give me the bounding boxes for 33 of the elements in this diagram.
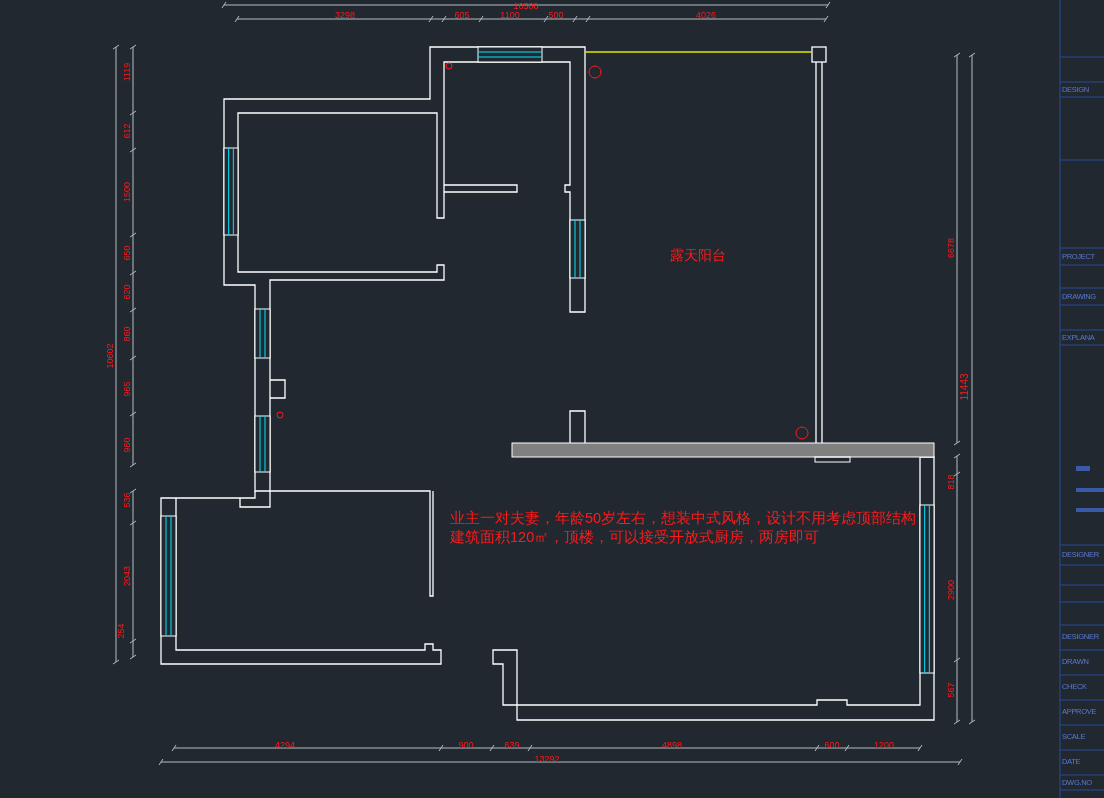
dimension-value: 13292	[534, 754, 560, 764]
dimension-value: 818	[946, 474, 956, 490]
dimension-value: 254	[116, 623, 126, 639]
dimension-value: 620	[122, 284, 132, 300]
dimension-value: 6678	[946, 238, 956, 258]
dimension-value: 1500	[122, 182, 132, 202]
dimension-value: 860	[122, 326, 132, 342]
dimension-value: 612	[122, 123, 132, 139]
dimension-value: 1119	[122, 62, 132, 82]
dimension-value: 2043	[122, 566, 132, 586]
dimension-value: 567	[946, 682, 956, 698]
dimension-value: 650	[122, 245, 132, 261]
dimension-value: 639	[504, 740, 520, 750]
dimension-value: 600	[824, 740, 840, 750]
dimension-value: 4026	[696, 10, 716, 20]
dimension-value: 1100	[500, 10, 520, 20]
dimension-value: 536	[122, 492, 132, 508]
room-label: 露天阳台	[670, 248, 726, 262]
dimension-value: 500	[548, 10, 564, 20]
dimension-value: 960	[122, 437, 132, 453]
dimension-value: 10602	[105, 343, 115, 369]
dimension-value: 965	[122, 381, 132, 397]
dimension-value: 2900	[946, 580, 956, 600]
dimension-value: 3298	[335, 10, 355, 20]
dimension-value: 605	[454, 10, 470, 20]
dimension-value: 11443	[960, 373, 970, 401]
dimension-value: 4898	[662, 740, 682, 750]
note-text: 业主一对夫妻，年龄50岁左右，想装中式风格，设计不用考虑顶部结构	[450, 510, 917, 526]
dimension-value: 900	[458, 740, 474, 750]
note-text: 建筑面积120㎡，顶楼，可以接受开放式厨房，两房即可	[450, 529, 820, 545]
dimension-value: 4294	[275, 740, 295, 750]
dimension-value: 1200	[874, 740, 894, 750]
dimension-value: 10508	[513, 1, 539, 11]
